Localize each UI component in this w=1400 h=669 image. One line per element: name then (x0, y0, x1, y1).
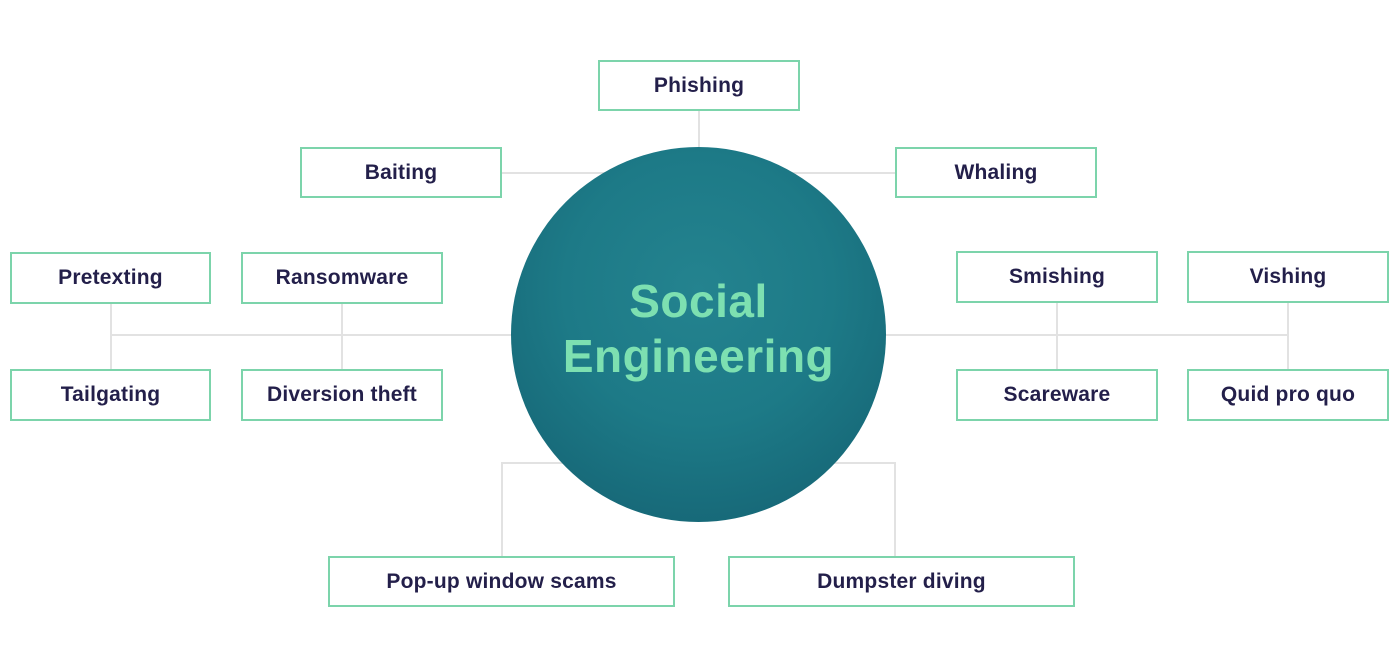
central-topic-title-line1: Social (629, 275, 768, 328)
central-topic-title: Social Engineering (563, 274, 834, 383)
node-label: Tailgating (60, 383, 161, 406)
node-label: Smishing (1008, 265, 1106, 288)
connector-line-phishing-to-circle (698, 111, 700, 151)
node-label: Quid pro quo (1220, 383, 1356, 406)
connector-line-left-main-horizontal (110, 334, 700, 336)
connector-line-ransomware-diversion-v (341, 304, 343, 369)
node-box-scareware: Scareware (956, 369, 1158, 421)
node-box-quid-pro-quo: Quid pro quo (1187, 369, 1389, 421)
node-box-popup-window-scams: Pop-up window scams (328, 556, 675, 607)
node-label: Phishing (653, 73, 745, 97)
node-label: Pop-up window scams (386, 569, 617, 593)
node-label: Vishing (1249, 265, 1327, 288)
node-box-smishing: Smishing (956, 251, 1158, 303)
node-box-tailgating: Tailgating (10, 369, 211, 421)
connector-line-popup-vertical (501, 462, 503, 556)
connector-line-right-main-horizontal (698, 334, 1288, 336)
node-box-phishing: Phishing (598, 60, 800, 111)
node-label: Pretexting (58, 266, 163, 289)
node-box-baiting: Baiting (300, 147, 502, 198)
node-label: Ransomware (275, 266, 409, 289)
node-label: Baiting (364, 160, 438, 184)
connector-line-smishing-scareware-v (1056, 303, 1058, 369)
node-box-diversion-theft: Diversion theft (241, 369, 443, 421)
connector-line-baiting-to-circle (502, 172, 642, 174)
node-box-pretexting: Pretexting (10, 252, 211, 304)
node-box-whaling: Whaling (895, 147, 1097, 198)
connector-line-circle-to-whaling (756, 172, 895, 174)
node-box-vishing: Vishing (1187, 251, 1389, 303)
connector-line-vishing-quid-v (1287, 303, 1289, 369)
connector-line-pretexting-tailgating-v (110, 304, 112, 369)
node-box-ransomware: Ransomware (241, 252, 443, 304)
node-box-dumpster-diving: Dumpster diving (728, 556, 1075, 607)
central-topic-circle: Social Engineering (511, 147, 886, 522)
node-label: Diversion theft (266, 383, 418, 406)
node-label: Scareware (1003, 383, 1111, 406)
connector-line-dumpster-vertical (894, 462, 896, 556)
node-label: Dumpster diving (817, 569, 986, 593)
node-label: Whaling (954, 160, 1038, 184)
central-topic-title-line2: Engineering (562, 329, 835, 382)
